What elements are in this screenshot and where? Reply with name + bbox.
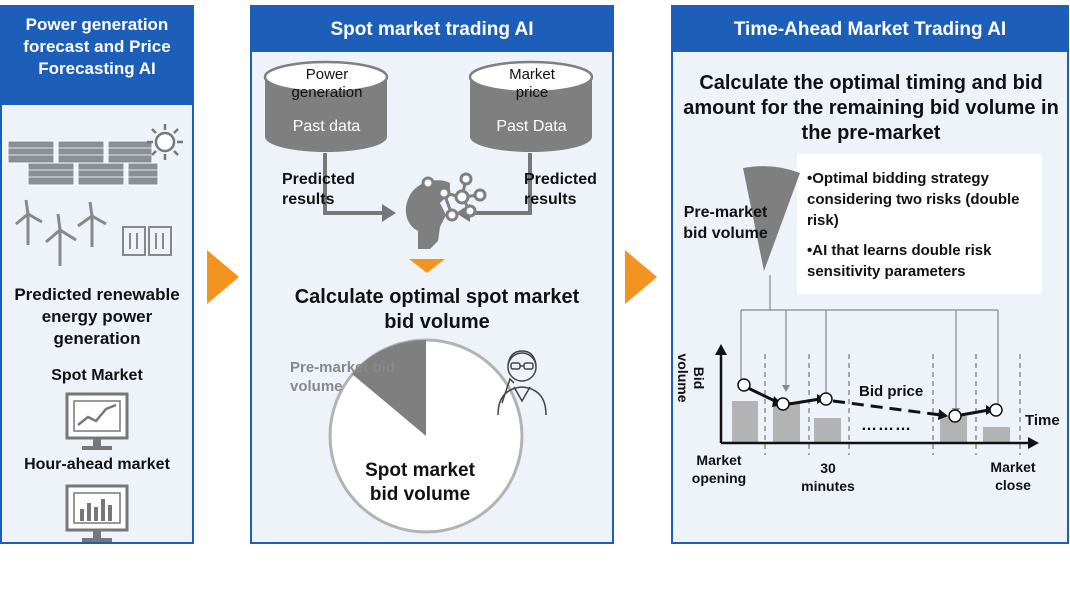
spot-bid-pie bbox=[328, 338, 524, 534]
bid-timeline-chart bbox=[715, 275, 1039, 455]
market-opening-label: Market opening bbox=[691, 452, 747, 486]
time-ahead-ai-title: Time-Ahead Market Trading AI bbox=[673, 7, 1067, 52]
spot-trading-ai-panel: Spot market trading AI Power generation … bbox=[250, 5, 614, 544]
sun-icon bbox=[147, 124, 183, 160]
hour-ahead-market-label: Hour-ahead market bbox=[24, 456, 170, 473]
thirty-minutes-label: 30 minutes bbox=[801, 460, 855, 494]
flow-arrow-1 bbox=[207, 250, 239, 304]
predicted-results-right: Predicted results bbox=[524, 171, 597, 208]
ai-head-icon bbox=[405, 172, 487, 249]
predicted-results-left: Predicted results bbox=[282, 171, 355, 208]
database-icon bbox=[468, 60, 594, 152]
market-price-past-data: Past Data bbox=[496, 118, 567, 135]
premarket-bid-label: Pre-market bid volume bbox=[683, 204, 768, 242]
pie-premarket-label: Pre-market bid volume bbox=[290, 359, 396, 395]
battery-icon bbox=[122, 226, 172, 256]
solar-panel-icon bbox=[7, 140, 159, 186]
market-price-db-label: Market price bbox=[509, 66, 555, 101]
database-icon bbox=[263, 60, 389, 152]
line-chart-monitor-icon bbox=[65, 392, 129, 450]
wind-turbine-icon bbox=[15, 199, 107, 266]
premarket-wedge bbox=[743, 166, 800, 271]
bullet-ai-learns: •AI that learns double risk sensitivity … bbox=[807, 242, 992, 280]
x-axis-label: Time bbox=[1025, 412, 1060, 429]
bar-chart-monitor-icon bbox=[65, 484, 129, 542]
power-generation-past-data: Past data bbox=[292, 118, 361, 135]
spot-trading-ai-title: Spot market trading AI bbox=[252, 7, 612, 52]
time-ahead-ai-panel: Time-Ahead Market Trading AI Calculate t… bbox=[671, 5, 1069, 544]
y-axis-label: Bid volume bbox=[675, 353, 707, 403]
forecasting-ai-panel: Power generation forecast and Price Fore… bbox=[0, 5, 194, 544]
ellipsis-dots: ……… bbox=[861, 417, 912, 434]
flow-arrow-2 bbox=[625, 250, 657, 304]
forecasting-ai-title: Power generation forecast and Price Fore… bbox=[2, 7, 192, 105]
flow-connector-left bbox=[323, 153, 532, 273]
bid-price-label: Bid price bbox=[859, 383, 924, 400]
calc-spot-bid-text: Calculate optimal spot market bid volume bbox=[294, 286, 580, 333]
market-close-label: Market close bbox=[990, 459, 1036, 493]
calc-optimal-timing-text: Calculate the optimal timing and bid amo… bbox=[683, 72, 1059, 144]
pie-spot-label: Spot market bid volume bbox=[365, 460, 475, 505]
power-generation-db-label: Power generation bbox=[291, 66, 363, 101]
spot-market-label: Spot Market bbox=[51, 367, 143, 384]
strategy-box: •Optimal bidding strategy considering tw… bbox=[797, 154, 1042, 294]
predicted-generation-text: Predicted renewable energy power generat… bbox=[14, 285, 180, 348]
bullet-double-risk: •Optimal bidding strategy considering tw… bbox=[807, 170, 1020, 229]
person-icon bbox=[497, 350, 547, 416]
